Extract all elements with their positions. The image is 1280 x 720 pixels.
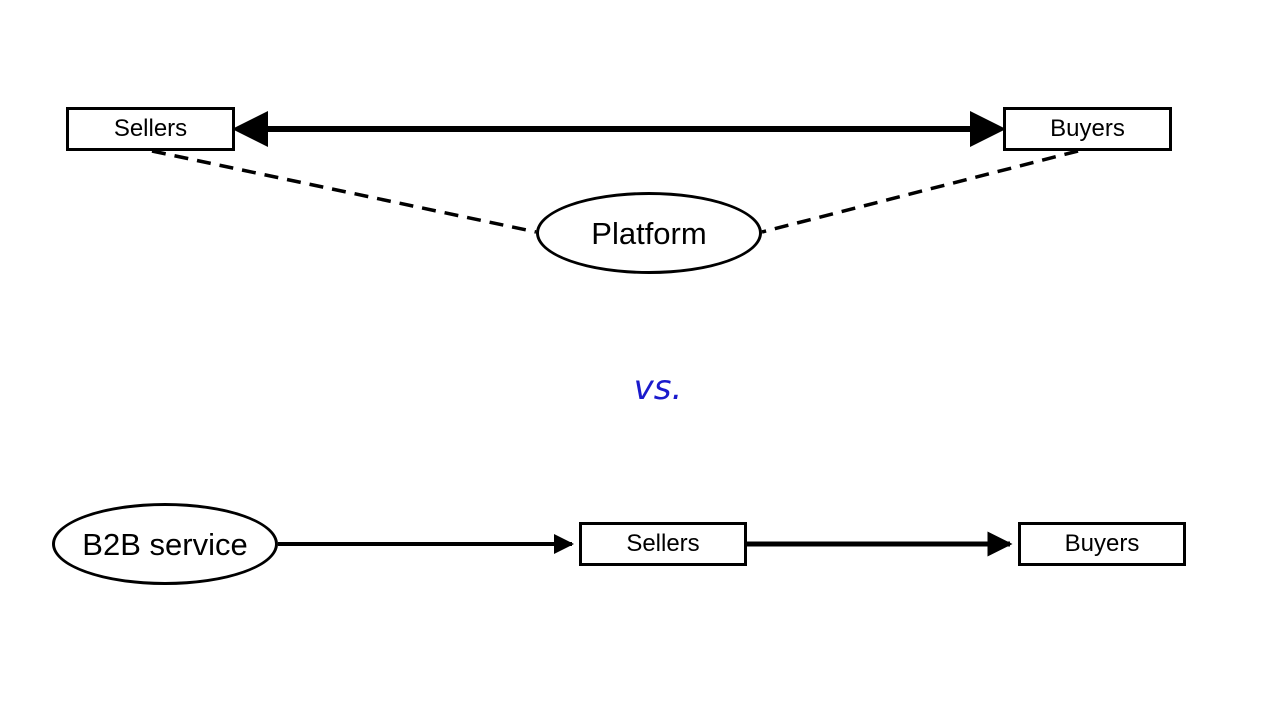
platform-ellipse: Platform xyxy=(536,192,762,274)
top-buyers-label: Buyers xyxy=(1050,115,1125,142)
top-buyers-box: Buyers xyxy=(1003,107,1172,151)
bottom-buyers-box: Buyers xyxy=(1018,522,1186,566)
bottom-sellers-box: Sellers xyxy=(579,522,747,566)
buyers-platform-dashed-link xyxy=(761,149,1079,234)
top-sellers-box: Sellers xyxy=(66,107,235,151)
bottom-buyers-label: Buyers xyxy=(1064,530,1140,557)
vs-label: vs. xyxy=(633,368,683,408)
sellers-platform-dashed-link xyxy=(151,149,537,234)
b2b-service-ellipse: B2B service xyxy=(52,503,278,585)
bottom-sellers-label: Sellers xyxy=(626,530,700,557)
top-sellers-label: Sellers xyxy=(113,115,188,142)
b2b-service-label: B2B service xyxy=(82,526,248,562)
platform-label: Platform xyxy=(591,215,707,251)
